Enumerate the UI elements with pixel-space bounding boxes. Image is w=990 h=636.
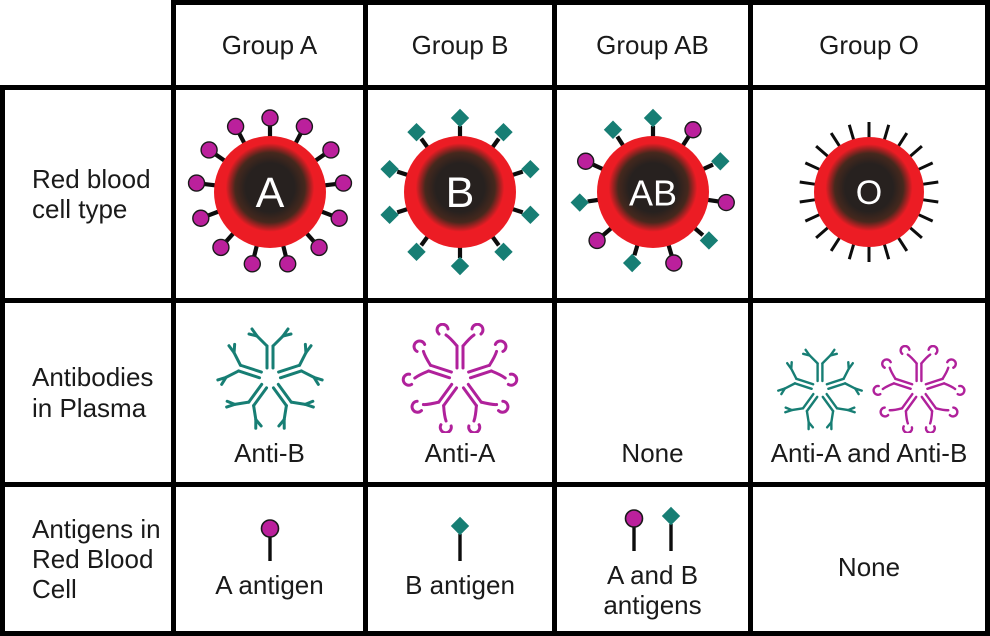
anti-B-antibody-rosette-icon xyxy=(215,327,324,430)
antigens-group-a: A antigen xyxy=(176,487,368,636)
anti-A-antibody-rosette-icon xyxy=(872,345,965,434)
red-blood-cell-icon: AB xyxy=(570,108,735,272)
anti-B-antibody-rosette-icon xyxy=(776,348,863,431)
blood-cell-ab-illustration: AB xyxy=(563,102,743,287)
antibody-caption: Anti-A xyxy=(424,438,496,469)
column-header-label: Group B xyxy=(411,29,509,60)
blood-cell-o-illustration: O xyxy=(779,102,959,287)
antibodies-group-b: Anti-A xyxy=(368,303,557,487)
corner-cell xyxy=(0,0,176,90)
a-antigen-icon xyxy=(253,516,287,566)
row-header-label: Antigens in Red Blood Cell xyxy=(32,513,161,605)
blood-cell-a-illustration: A xyxy=(180,102,360,287)
column-header-group-o: Group O xyxy=(753,0,990,90)
column-header-group-ab: Group AB xyxy=(557,0,753,90)
column-header-label: Group A xyxy=(221,29,318,60)
antigen-caption: A antigen xyxy=(215,570,324,601)
red-blood-cell-icon: B xyxy=(380,108,540,275)
antibody-caption: None xyxy=(621,438,684,469)
anti-b-rosette xyxy=(210,323,330,433)
red-blood-cell-icon: O xyxy=(799,121,939,262)
red-blood-cell-icon: A xyxy=(187,108,352,273)
antibodies-group-ab: None xyxy=(557,303,753,487)
blood-cell-b-illustration: B xyxy=(370,102,550,287)
red-blood-cell-group-ab: AB xyxy=(557,90,753,303)
a-and-b-antigen-icons xyxy=(617,506,688,556)
row-header-label: Red blood cell type xyxy=(32,163,151,224)
antigens-group-ab: A and B antigens xyxy=(557,487,753,636)
antigens-group-b: B antigen xyxy=(368,487,557,636)
a-antigen-stick-icon xyxy=(260,519,279,562)
column-header-label: Group AB xyxy=(596,29,709,60)
antigen-caption: B antigen xyxy=(405,570,515,601)
b-antigen-icon xyxy=(443,516,477,566)
anti-a-and-anti-b-rosettes xyxy=(772,345,967,434)
row-header-label: Antibodies in Plasma xyxy=(32,362,154,423)
column-header-group-b: Group B xyxy=(368,0,557,90)
antibodies-group-o: Anti-A and Anti-B xyxy=(753,303,990,487)
cell-letter: A xyxy=(255,169,284,217)
cell-letter: B xyxy=(446,169,475,217)
b-antigen-stick-icon xyxy=(661,507,681,552)
antibodies-group-a: Anti-B xyxy=(176,303,368,487)
row-header-antigens-in-red-blood-cell: Antigens in Red Blood Cell xyxy=(0,487,176,636)
cell-letter: O xyxy=(856,174,882,212)
anti-A-antibody-rosette-icon xyxy=(401,323,519,434)
antigens-group-o: None xyxy=(753,487,990,636)
a-antigen-stick-icon xyxy=(624,509,644,552)
antigen-caption: A and B antigens xyxy=(603,560,702,621)
antigen-caption: None xyxy=(837,552,901,583)
anti-a-rosette xyxy=(400,323,520,434)
antibody-caption: Anti-B xyxy=(234,438,305,469)
column-header-label: Group O xyxy=(819,29,919,60)
red-blood-cell-group-a: A xyxy=(176,90,368,303)
antibody-caption: Anti-A and Anti-B xyxy=(770,438,968,469)
row-header-red-blood-cell-type: Red blood cell type xyxy=(0,90,176,303)
column-header-group-a: Group A xyxy=(176,0,368,90)
red-blood-cell-group-o: O xyxy=(753,90,990,303)
b-antigen-stick-icon xyxy=(450,516,470,562)
red-blood-cell-group-b: B xyxy=(368,90,557,303)
row-header-antibodies-in-plasma: Antibodies in Plasma xyxy=(0,303,176,487)
cell-letter: AB xyxy=(628,172,676,213)
